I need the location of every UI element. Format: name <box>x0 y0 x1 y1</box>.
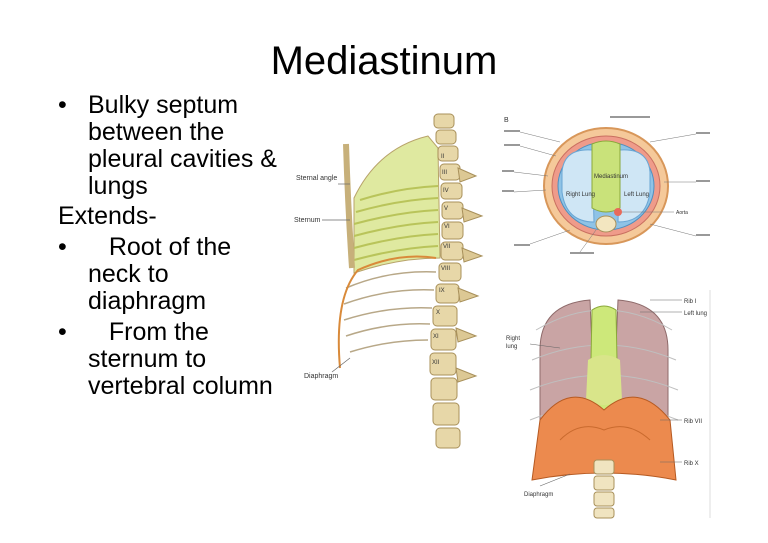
label-right-lung: Right <box>506 336 520 342</box>
vertebra-label: XI <box>433 334 439 340</box>
bullet-plain-line: Extends- <box>58 203 290 230</box>
label-right-lung: lung <box>506 344 517 350</box>
vertebra-label: II <box>441 154 445 160</box>
label-rib-i: Rib I <box>684 299 697 305</box>
bullet-marker: • <box>58 91 67 119</box>
label-mediastinum: Mediastinum <box>594 174 628 180</box>
bullet-text: From the sternum to vertebral column <box>88 318 273 400</box>
bullet-marker: • <box>58 318 67 346</box>
vertebra-label: VI <box>444 224 450 230</box>
label-diaphragm: Diaphragm <box>524 492 553 498</box>
cross-section-figure: B Mediastinum Right Lung Left Lung Aorta <box>502 116 710 254</box>
slide-title: Mediastinum <box>270 39 498 83</box>
label-diaphragm: Diaphragm <box>304 373 338 380</box>
vertebra-label: X <box>436 310 440 316</box>
panel-tag: B <box>504 117 509 124</box>
vertebra-label: VII <box>443 244 451 250</box>
lateral-thorax-figure: Sternal angle Sternum Diaphragm II III I… <box>294 113 484 449</box>
bullet-list: • Bulky septum between the pleural cavit… <box>58 92 290 400</box>
label-sternum: Sternum <box>294 217 321 224</box>
label-left-lung: Left lung <box>684 311 707 317</box>
label-right-lung: Right Lung <box>566 192 595 198</box>
label-rib-vii: Rib VII <box>684 419 702 425</box>
label-rib-x: Rib X <box>684 461 699 467</box>
bullet-text: Root of the neck to diaphragm <box>88 233 239 315</box>
bullet-text: Extends- <box>58 202 157 230</box>
label-aorta: Aorta <box>676 210 688 216</box>
vertebra-label: IX <box>439 288 445 294</box>
bullet-item: • Root of the neck to diaphragm <box>58 234 290 315</box>
bullet-text: Bulky septum between the pleural cavitie… <box>88 91 277 200</box>
bullet-item: • From the sternum to vertebral column <box>58 319 290 400</box>
vertebra-label: XII <box>432 360 440 366</box>
label-left-lung: Left Lung <box>624 192 649 198</box>
label-sternal-angle: Sternal angle <box>296 175 337 182</box>
bullet-marker: • <box>58 233 67 261</box>
vertebra-label: III <box>442 170 447 176</box>
frontal-thorax-figure: Rib I Left lung Right lung Rib VII Rib X… <box>506 290 712 519</box>
vertebra-label: IV <box>443 188 449 194</box>
vertebra-label: VIII <box>441 266 450 272</box>
vertebra-label: V <box>444 206 448 212</box>
bullet-item: • Bulky septum between the pleural cavit… <box>58 92 290 200</box>
